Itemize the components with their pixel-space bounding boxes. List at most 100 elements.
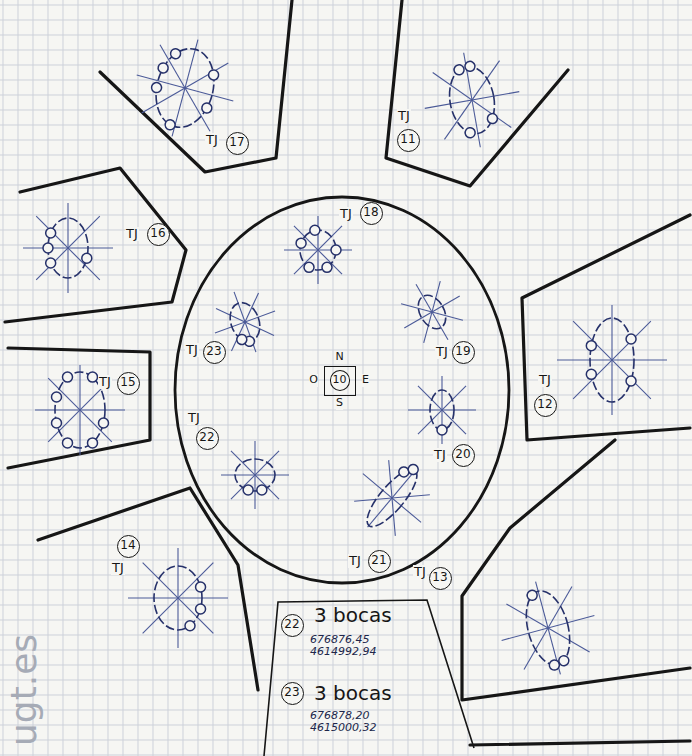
grid-line (378, 0, 379, 756)
outlet-count: 3 bocas (314, 604, 392, 626)
grid-line (603, 0, 604, 756)
grid-line (0, 545, 692, 546)
axis-line (216, 293, 274, 351)
grid-line (0, 455, 692, 456)
coordinates: 676876,45 4614992,94 (310, 634, 376, 658)
tag-label: TJ (98, 375, 112, 389)
grid-line (0, 20, 692, 21)
outlet-outline (590, 318, 634, 402)
callout-number: 12 (537, 398, 552, 411)
outlet-mouth (526, 589, 538, 601)
outlet-mouth (558, 655, 570, 667)
outlet-mouth (296, 238, 306, 248)
grid-line (0, 515, 692, 516)
grid-line (423, 0, 424, 756)
grid-line (0, 200, 692, 201)
outlet-symbol (416, 44, 527, 155)
callout-number: 15 (120, 376, 135, 389)
axis-line (433, 61, 512, 140)
axis-line (294, 226, 342, 274)
grid-line (528, 0, 529, 756)
outlet-mouth (63, 372, 73, 382)
outlet-outline (48, 218, 88, 278)
outlet-number: 22 (281, 614, 304, 637)
outlet-symbol (557, 305, 667, 415)
outlet-mouth (201, 102, 213, 114)
grid-line (648, 0, 649, 756)
grid-line (513, 0, 514, 756)
outlet-outline (235, 459, 275, 491)
grid-line (0, 665, 692, 666)
grid-line (213, 0, 214, 756)
grid-line (0, 575, 692, 576)
grid-line (0, 560, 692, 561)
callout-number: 11 (400, 133, 415, 146)
outlet-symbol (23, 203, 113, 293)
grid-line (0, 80, 692, 81)
outlet-outline (413, 290, 452, 333)
grid-line (0, 530, 692, 531)
room-wall (386, 0, 568, 186)
grid-line (0, 500, 692, 501)
outlet-number: 17 (226, 132, 249, 155)
outlet-mouth (464, 127, 476, 139)
outlet-number: 12 (534, 394, 557, 417)
outlet-symbol (204, 281, 286, 363)
grid-line (0, 50, 692, 51)
outlet-symbol (284, 216, 352, 284)
panel-border (264, 600, 474, 756)
outlet-mouth (52, 418, 62, 428)
outlet-number: 14 (117, 535, 140, 558)
callout-number: 22 (284, 618, 299, 631)
tag-label: TJ (435, 345, 449, 359)
outlet-mouth (626, 376, 636, 386)
outlet-number: 15 (117, 372, 140, 395)
outlet-mouth (207, 69, 219, 81)
grid-line (498, 0, 499, 756)
outlet-symbol (408, 376, 476, 444)
tag-label: TJ (433, 448, 447, 462)
watermark: ugt.es (4, 634, 44, 746)
tag-label: TJ (413, 565, 427, 579)
compass-letter: S (336, 397, 343, 409)
grid-line (0, 680, 692, 681)
grid-line (78, 0, 79, 756)
outlet-number: 19 (452, 341, 475, 364)
axis-line (354, 460, 430, 536)
outlet-number: 18 (360, 202, 383, 225)
tag-label: TJ (125, 227, 139, 241)
grid-line (0, 110, 692, 111)
grid-line (0, 140, 692, 141)
tag-label: TJ (339, 207, 353, 221)
axis-line (401, 281, 463, 343)
outlet-mouth (464, 61, 476, 73)
axis-line (216, 293, 274, 351)
room-wall (522, 215, 690, 440)
outlet-symbol (489, 569, 607, 687)
grid-line (663, 0, 664, 756)
grid-line (678, 0, 679, 756)
outlet-mouth (82, 253, 92, 263)
room-wall (470, 741, 690, 745)
grid-line (168, 0, 169, 756)
grid-line (258, 0, 259, 756)
outlet-symbol (35, 365, 125, 455)
outlet-mouth (196, 604, 206, 614)
axis-line (573, 321, 651, 399)
grid-line (228, 0, 229, 756)
compass-letter: E (362, 374, 369, 386)
grid-line (438, 0, 439, 756)
outlet-mouth (157, 62, 169, 74)
grid-line (0, 95, 692, 96)
axis-line (36, 216, 100, 280)
grid-line (0, 470, 692, 471)
grid-line (243, 0, 244, 756)
outlet-number: 16 (147, 223, 170, 246)
grid-line (198, 0, 199, 756)
outlet-mouth (63, 438, 73, 448)
outlet-symbol (338, 443, 447, 552)
grid-line (0, 35, 692, 36)
central-room (175, 197, 509, 583)
